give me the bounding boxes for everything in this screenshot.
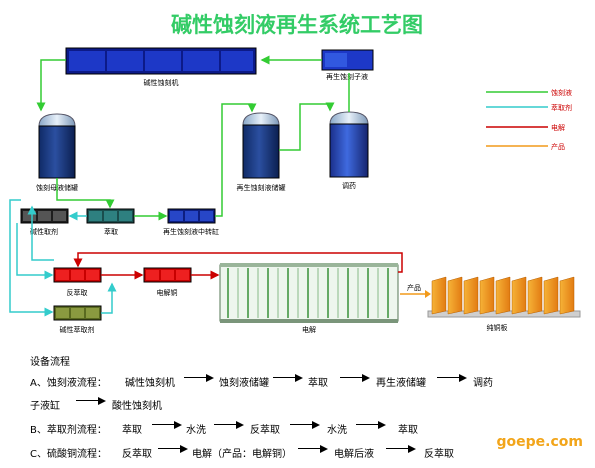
electrolytic-copper-unit <box>143 267 192 283</box>
arrow-icon <box>386 445 416 453</box>
process-a-prefix: A、蚀刻液流程： <box>30 378 107 389</box>
process-b-step-1: 萃取 <box>122 425 142 436</box>
copper-plate-label: 纯铜板 <box>487 323 508 332</box>
process-a-step-2: 蚀刻液储罐 <box>219 378 269 389</box>
process-b-step-3: 反萃取 <box>250 425 280 436</box>
arrow-icon <box>437 374 467 382</box>
regen-sub-tank <box>321 49 374 71</box>
process-c-prefix: C、硫酸铜流程： <box>30 449 107 460</box>
process-b-step-5: 萃取 <box>398 425 418 436</box>
process-b-prefix: B、萃取剂流程： <box>30 425 107 436</box>
arrow-icon <box>356 421 386 429</box>
product-label: 产品 <box>407 283 421 292</box>
legend-electrolysis: 电解 <box>551 123 565 132</box>
arrow-icon <box>340 374 370 382</box>
arrow-icon <box>76 397 106 405</box>
flow-product <box>400 290 431 298</box>
etching-machine <box>65 47 257 75</box>
regen-transfer-unit <box>167 208 216 224</box>
process-b-step-4: 水洗 <box>327 425 347 436</box>
process-a-step-7: 酸性蚀刻机 <box>112 401 162 412</box>
watermark: goepe.com <box>496 434 583 450</box>
flow-electrolysis <box>73 252 403 280</box>
back-extraction-unit <box>53 267 102 283</box>
regen-storage-label: 再生蚀刻液储罐 <box>237 183 286 192</box>
etch-waste-tank <box>38 113 76 179</box>
flow-solution <box>36 55 350 221</box>
arrow-icon <box>298 445 328 453</box>
process-title: 设备流程 <box>30 357 70 368</box>
arrow-icon <box>290 421 320 429</box>
regen-sub-label: 再生蚀刻子液 <box>326 72 368 81</box>
arrow-icon <box>214 421 244 429</box>
process-b-step-2: 水洗 <box>186 425 206 436</box>
extraction-unit <box>86 208 135 224</box>
electro-cu-label: 电解铜 <box>157 288 178 297</box>
arrow-icon <box>273 374 303 382</box>
arrow-icon <box>158 445 188 453</box>
process-a-step-4: 再生液储罐 <box>376 378 426 389</box>
arrow-icon <box>184 374 214 382</box>
alk-extract-label: 碱性取剂 <box>30 227 58 236</box>
process-c-step-4: 反萃取 <box>424 449 454 460</box>
arrow-icon <box>152 421 182 429</box>
back-extract-label: 反萃取 <box>67 288 88 297</box>
legend-solution: 蚀刻液 <box>551 88 572 97</box>
legend-extractant: 萃取剂 <box>551 103 572 112</box>
legend: 蚀刻液 萃取剂 电解 产品 <box>486 88 572 151</box>
extract-label: 萃取 <box>104 227 118 236</box>
mix-tank <box>329 111 369 178</box>
mix-tank-label: 调药 <box>342 181 356 190</box>
process-a-step-5: 调药 <box>473 378 493 389</box>
etcher-label: 碱性蚀刻机 <box>144 78 179 87</box>
process-a-step-1: 碱性蚀刻机 <box>125 378 175 389</box>
flow-extractant <box>9 199 117 317</box>
alkaline-extractant-unit <box>53 305 102 321</box>
process-c-step-2: 电解（产品：电解铜） <box>192 449 292 460</box>
legend-product: 产品 <box>551 142 565 151</box>
process-c-step-3: 电解后液 <box>334 449 374 460</box>
copper-plates <box>427 276 581 318</box>
process-a-step-3: 萃取 <box>308 378 328 389</box>
diagram-title: 碱性蚀刻液再生系统工艺图 <box>171 12 423 37</box>
process-a-step-6: 子液缸 <box>30 401 60 412</box>
regen-mid-label: 再生蚀刻液中转缸 <box>163 227 219 236</box>
electrolysis-cell <box>219 263 399 323</box>
alk-extractant-label: 碱性萃取剂 <box>60 325 95 334</box>
regen-storage-tank <box>242 112 280 179</box>
alkaline-extract-unit <box>20 208 69 224</box>
process-c-step-1: 反萃取 <box>122 449 152 460</box>
electrolysis-label: 电解 <box>302 325 316 334</box>
